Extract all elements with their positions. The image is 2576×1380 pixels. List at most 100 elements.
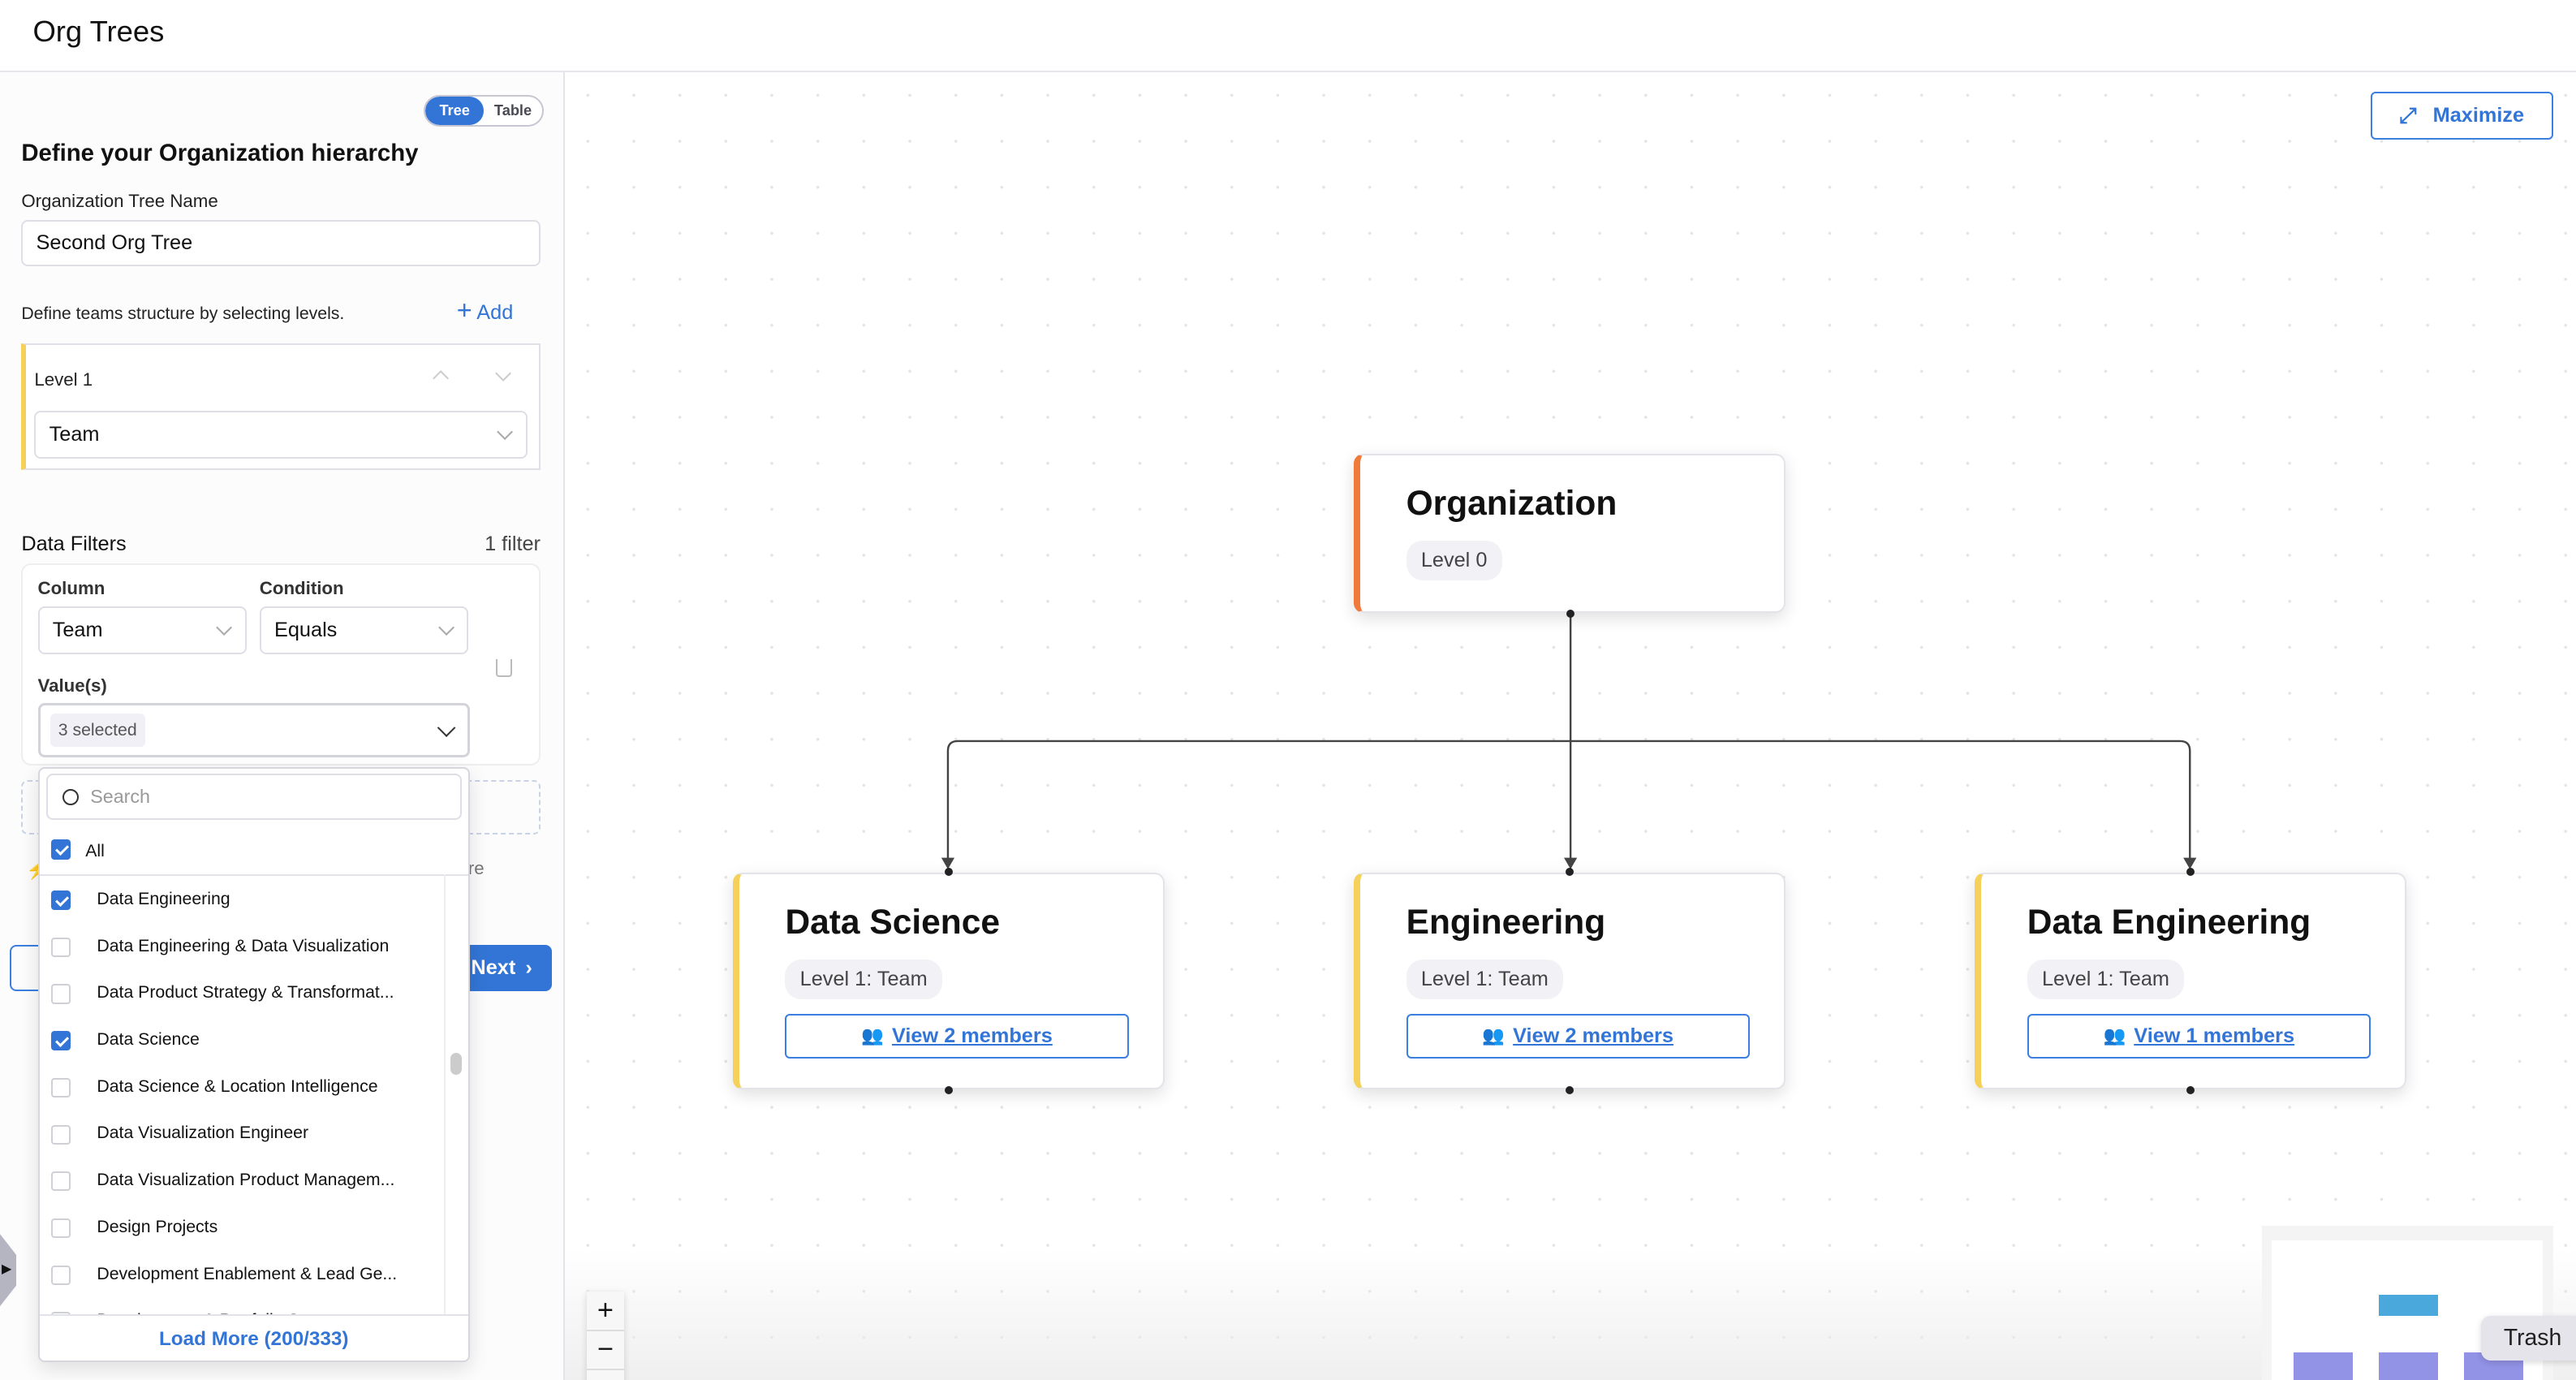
- column-label: Column: [37, 578, 106, 599]
- option-checkbox[interactable]: [50, 1077, 71, 1098]
- dropdown-search-input[interactable]: Search: [45, 774, 462, 821]
- option-label: Data Science & Location Intelligence: [97, 1076, 378, 1096]
- option-item[interactable]: Data Science & Location Intelligence: [40, 1065, 444, 1111]
- option-item[interactable]: Development & Portfolio Strat...: [40, 1299, 444, 1315]
- tree-name-input[interactable]: Second Org Tree: [21, 220, 541, 266]
- node-title: Organization: [1406, 485, 1618, 524]
- chevron-right-icon: ›: [525, 955, 532, 979]
- option-item[interactable]: Data Science: [40, 1018, 444, 1064]
- values-multiselect[interactable]: 3 selected: [37, 703, 470, 758]
- option-item[interactable]: Data Visualization Product Managem...: [40, 1158, 444, 1205]
- view-members-button[interactable]: 👥 View 1 members: [2027, 1013, 2371, 1059]
- handle-dot: [944, 867, 954, 876]
- minimap-child-node: [2379, 1352, 2438, 1380]
- node-title: Engineering: [1406, 903, 1606, 942]
- handle-dot: [1566, 867, 1574, 876]
- option-checkbox[interactable]: [50, 984, 71, 1004]
- root-node[interactable]: Organization Level 0: [1353, 453, 1786, 614]
- option-checkbox[interactable]: [50, 1031, 71, 1051]
- handle-dot: [944, 1085, 954, 1095]
- option-checkbox[interactable]: [50, 1124, 71, 1145]
- option-checkbox[interactable]: [50, 1218, 71, 1239]
- option-item[interactable]: Data Engineering & Data Visualization: [40, 925, 444, 971]
- side-handle[interactable]: [0, 1232, 17, 1309]
- all-checkbox-indeterminate[interactable]: [50, 839, 71, 860]
- data-filters-title: Data Filters: [21, 532, 127, 555]
- view-members-link[interactable]: View 2 members: [1513, 1024, 1674, 1047]
- toggle-table[interactable]: Table: [493, 102, 532, 119]
- option-label: Data Engineering & Data Visualization: [97, 935, 390, 955]
- trash-icon[interactable]: [496, 658, 513, 677]
- option-label: Data Science: [97, 1029, 200, 1050]
- option-checkbox[interactable]: [50, 1312, 71, 1315]
- view-toggle[interactable]: Tree Table: [424, 95, 544, 127]
- values-label: Value(s): [37, 675, 107, 696]
- level-select[interactable]: Team: [34, 411, 528, 459]
- zoom-controls: + −: [586, 1292, 625, 1380]
- level-label: Level 1: [34, 369, 93, 390]
- connector-left: [946, 740, 1571, 861]
- all-label: All: [85, 841, 105, 861]
- users-icon: 👥: [2103, 1025, 2126, 1046]
- users-icon: 👥: [861, 1025, 884, 1046]
- level-badge: Level 1: Team: [1406, 960, 1564, 1000]
- zoom-in-button[interactable]: +: [586, 1292, 625, 1331]
- plus-icon: +: [456, 295, 472, 326]
- add-level-button[interactable]: + Add: [457, 297, 514, 325]
- option-checkbox[interactable]: [50, 1171, 71, 1192]
- filter-count: 1 filter: [485, 532, 541, 555]
- column-value: Team: [52, 618, 103, 641]
- option-label: Data Engineering: [97, 889, 230, 909]
- zoom-out-button[interactable]: −: [586, 1331, 625, 1371]
- option-item[interactable]: Data Product Strategy & Transformat...: [40, 971, 444, 1017]
- maximize-button[interactable]: ⤢Maximize: [2370, 92, 2553, 140]
- option-checkbox[interactable]: [50, 937, 71, 958]
- option-label: Data Visualization Product Managem...: [97, 1170, 395, 1190]
- hint-text: re: [467, 857, 485, 878]
- condition-label: Condition: [259, 578, 344, 599]
- option-item[interactable]: Development Enablement & Lead Ge...: [40, 1252, 444, 1298]
- view-members-button[interactable]: 👥 View 2 members: [1406, 1013, 1750, 1059]
- option-checkbox[interactable]: [50, 891, 71, 911]
- condition-select[interactable]: Equals: [259, 606, 468, 654]
- tree-name-label: Organization Tree Name: [21, 190, 218, 211]
- search-placeholder: Search: [90, 786, 150, 808]
- arrow-icon: [2183, 857, 2197, 869]
- node-title: Data Engineering: [2027, 903, 2311, 942]
- option-label: Data Visualization Engineer: [97, 1123, 309, 1143]
- option-item[interactable]: Data Engineering: [40, 878, 444, 924]
- option-label: Development Enablement & Lead Ge...: [97, 1263, 398, 1283]
- arrow-icon: [1564, 857, 1578, 869]
- handle-dot: [1566, 609, 1575, 619]
- maximize-label: Maximize: [2432, 104, 2525, 127]
- page-title: Org Trees: [32, 15, 165, 49]
- level-value: Team: [49, 422, 100, 446]
- option-label: Data Product Strategy & Transformat...: [97, 982, 394, 1003]
- column-select[interactable]: Team: [37, 606, 247, 654]
- toggle-tree[interactable]: Tree: [425, 97, 485, 125]
- select-all-row[interactable]: All: [39, 828, 468, 876]
- arrow-icon: [941, 857, 955, 869]
- canvas-fade: [565, 1248, 2576, 1380]
- view-members-link[interactable]: View 2 members: [891, 1024, 1053, 1047]
- minimap-child-node: [2293, 1352, 2353, 1380]
- selected-count-chip: 3 selected: [50, 714, 145, 748]
- play-icon[interactable]: ▶: [2, 1261, 12, 1276]
- view-members-button[interactable]: 👥 View 2 members: [785, 1013, 1129, 1059]
- connector-right: [1570, 740, 2191, 861]
- level-badge: Level 0: [1406, 540, 1502, 581]
- load-more-button[interactable]: Load More (200/333): [39, 1314, 468, 1361]
- view-members-link[interactable]: View 1 members: [2134, 1024, 2295, 1047]
- option-item[interactable]: Data Visualization Engineer: [40, 1111, 444, 1158]
- scrollbar-thumb[interactable]: [450, 1053, 462, 1075]
- handle-dot: [1566, 1085, 1574, 1095]
- levels-hint: Define teams structure by selecting leve…: [21, 304, 345, 324]
- users-icon: 👥: [1482, 1025, 1506, 1046]
- option-checkbox[interactable]: [50, 1265, 71, 1285]
- option-item[interactable]: Design Projects: [40, 1205, 444, 1252]
